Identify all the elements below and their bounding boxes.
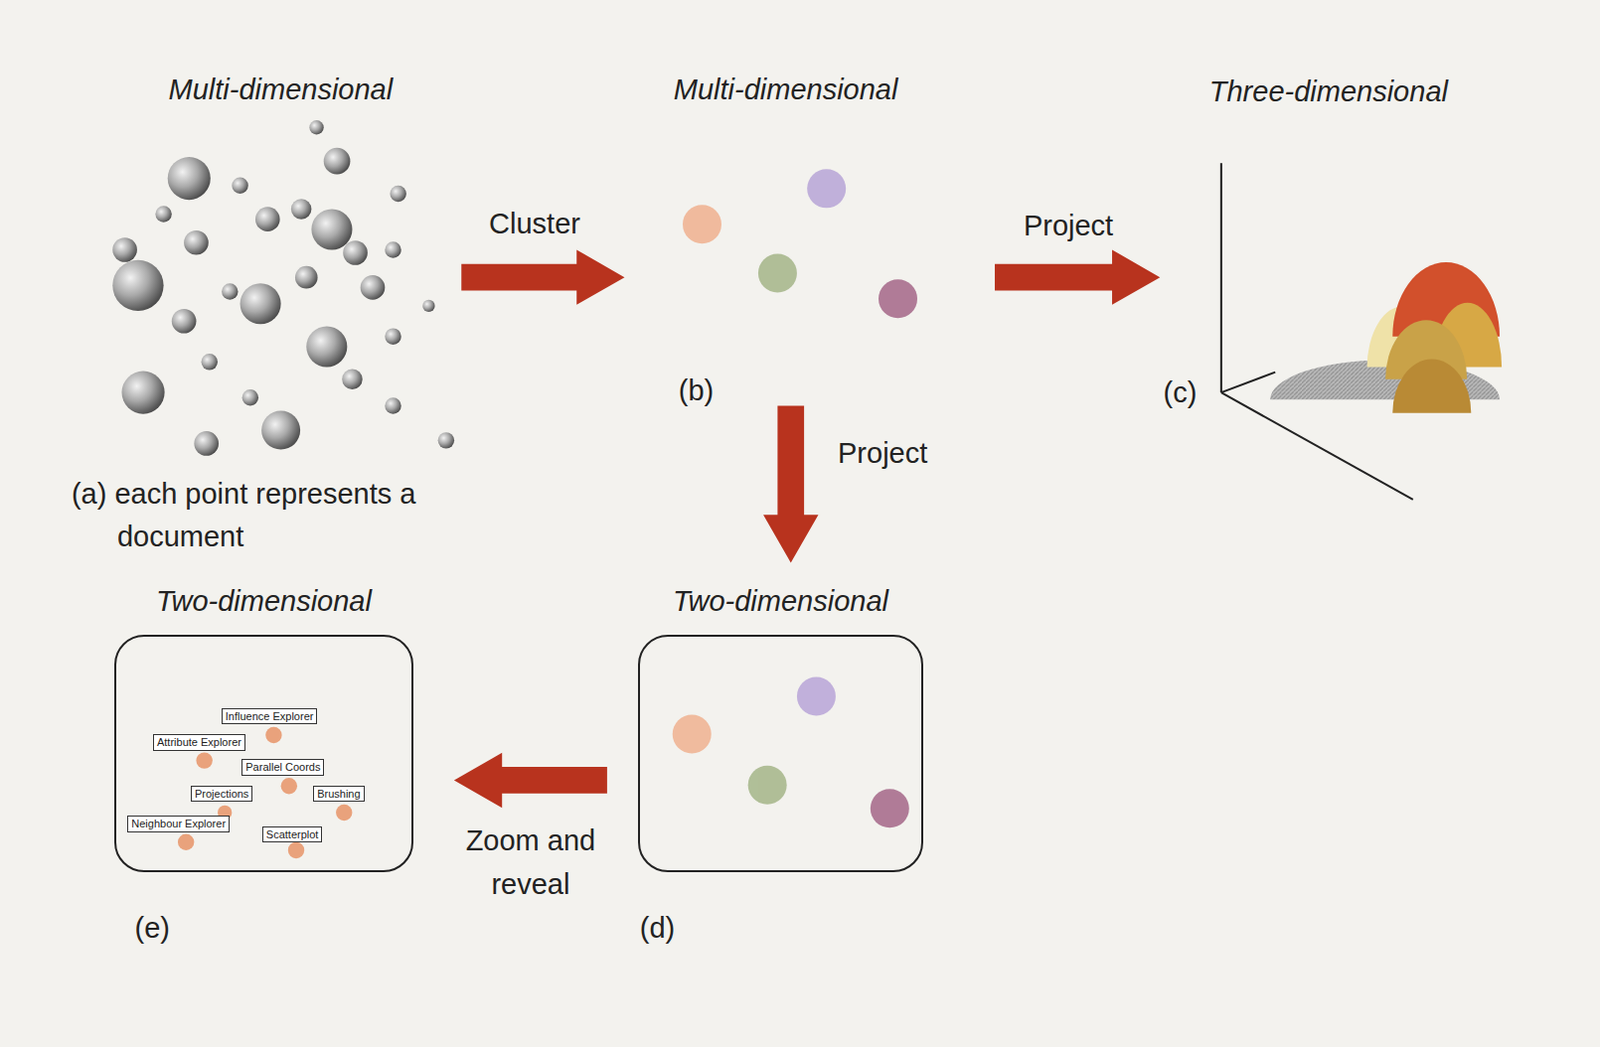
- projected-dots: [672, 676, 910, 828]
- text-label: (c): [1163, 371, 1198, 416]
- text-label: Project: [1023, 204, 1114, 249]
- tool-name: Brushing: [317, 788, 360, 800]
- panel-letter: (e): [134, 912, 169, 946]
- tool-name: Neighbour Explorer: [131, 817, 226, 830]
- stage-title: Multi-dimensional: [168, 68, 394, 113]
- tool-name: Parallel Coords: [245, 761, 320, 774]
- text-label: Project: [837, 432, 928, 477]
- text-label: (b): [678, 369, 714, 414]
- cluster-dots: [682, 168, 918, 319]
- stage-title: Multi-dimensional: [673, 68, 899, 113]
- process-arrows: [461, 249, 1160, 563]
- tool-box: Influence Explorer: [221, 708, 319, 726]
- tool-name: Projections: [194, 788, 249, 800]
- panel-title: Two-dimensional: [620, 585, 943, 619]
- tool-box: Scatterplot: [262, 826, 323, 844]
- tool-box: Neighbour Explorer: [127, 815, 230, 833]
- view-panel: Two-dimensional(d): [638, 635, 925, 873]
- text-label: (a) each point represents a document: [71, 473, 476, 560]
- tool-name: Scatterplot: [266, 828, 320, 841]
- view-panel: Two-dimensional(e)Influence ExplorerAttr…: [114, 635, 414, 873]
- tool-box: Attribute Explorer: [153, 734, 246, 752]
- tool-name: Attribute Explorer: [157, 736, 242, 749]
- panel-letter: (d): [640, 912, 675, 946]
- flow-arrow: [454, 753, 608, 808]
- tool-box: Projections: [190, 786, 253, 803]
- text-label: Cluster: [488, 202, 581, 247]
- tool-box: Brushing: [313, 786, 364, 803]
- tool-box: Parallel Coords: [241, 759, 324, 777]
- landscape-mounds: [1270, 262, 1502, 414]
- panel-title: Two-dimensional: [96, 585, 432, 619]
- document-points: [112, 120, 455, 457]
- edge-label: Zoom and reveal: [451, 819, 611, 907]
- stage-title: Three-dimensional: [1209, 70, 1448, 115]
- tool-name: Influence Explorer: [225, 710, 315, 723]
